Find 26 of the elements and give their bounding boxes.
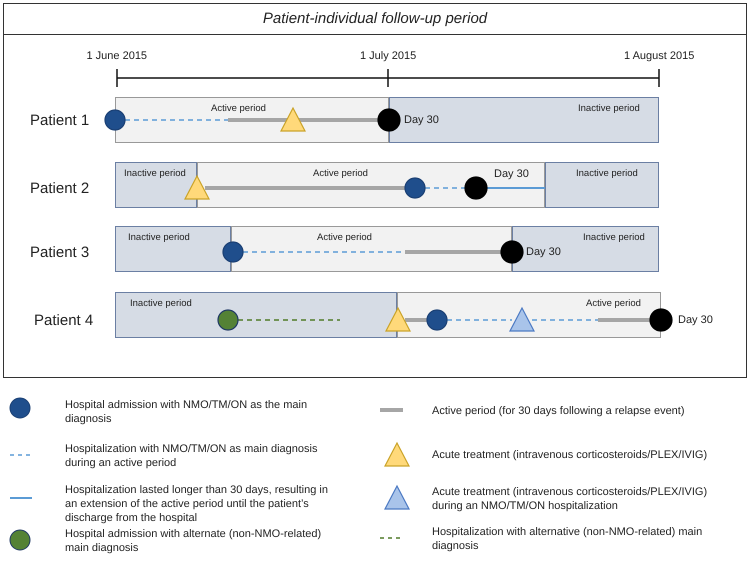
day-label: Day 30 [678,314,713,326]
legend-text: Hospitalization with NMO/TM/ON as main diagnosis during an active period [65,442,318,470]
legend-text: Acute treatment (intravenous corticosteroids/PLEX/IVIG) during an NMO/TM/ON hospitalization [432,485,708,513]
patient-label: Patient 3 [30,244,90,261]
day-label: Day 30 [526,246,561,258]
legend-text: Hospitalization with alternative (non-NMO-related) main diagnosis [432,525,704,553]
legend-text: Hospitalization lasted longer than 30 days, resulting in an extension of the active period until the patient’s discharge from the hospital [65,483,329,525]
active-period-band: Active period [115,97,389,143]
date-label: 1 June 2015 [86,50,148,62]
active-period-band: Active period [231,226,512,272]
date-label: 1 July 2015 [360,50,416,62]
inactive-period-band: Inactive period [115,292,397,338]
day-label: Day 30 [494,168,529,180]
title: Patient-individual follow-up period [4,4,746,35]
patient-label: Patient 4 [34,312,94,329]
inactive-period-band: Inactive period [115,226,231,272]
legend-text: Hospital admission with NMO/TM/ON as the main diagnosis [65,398,308,426]
legend-text: Hospital admission with alternate (non-NMO-related) main diagnosis [65,527,322,555]
legend-text: Active period (for 30 days following a relapse event) [432,404,686,418]
day-label: Day 30 [404,114,439,126]
legend-text: Acute treatment (intravenous corticosteroids/PLEX/IVIG) [432,448,708,462]
inactive-period-band: Inactive period [115,162,197,208]
inactive-period-band: Inactive period [545,162,659,208]
patient-label: Patient 2 [30,180,90,197]
patient-label: Patient 1 [30,112,90,129]
date-label: 1 August 2015 [624,50,694,62]
